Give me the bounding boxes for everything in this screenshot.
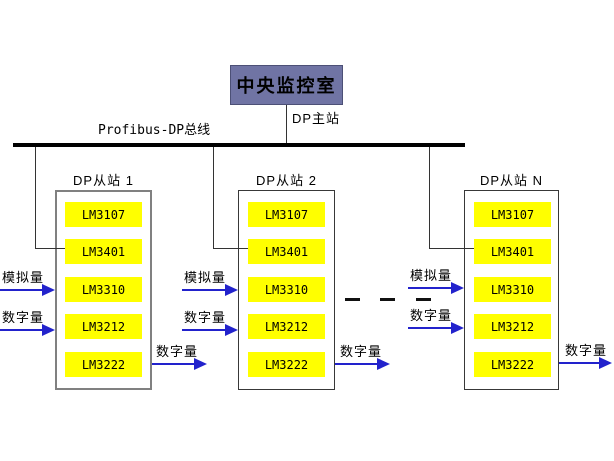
central-control-room-box: 中央监控室 [230, 65, 343, 105]
station2-module: LM3310 [248, 277, 325, 302]
continuation-dash [380, 298, 395, 301]
stationN-analog-input-arrowhead-icon [451, 282, 464, 294]
station2-bus-drop-elbow [213, 248, 248, 249]
stationN-bus-drop-elbow [429, 248, 474, 249]
stationN-digital-input-label: 数字量 [410, 308, 453, 323]
stationN-output-arrow-line [559, 362, 600, 364]
station1-label: DP从站 1 [73, 173, 134, 188]
station1-bus-drop-elbow [35, 248, 65, 249]
station2-digital-input-arrowhead-icon [225, 324, 238, 336]
station2-module: LM3401 [248, 239, 325, 264]
stationN-bus-drop-line [429, 147, 430, 249]
stationN-output-label: 数字量 [565, 343, 608, 358]
station1-digital-input-label: 数字量 [2, 310, 45, 325]
profibus-bus-label: Profibus-DP总线 [98, 123, 211, 138]
station2-analog-input-arrowhead-icon [225, 284, 238, 296]
stationN-module: LM3401 [474, 239, 551, 264]
station2-output-label: 数字量 [340, 344, 383, 359]
station1-digital-input-arrowhead-icon [42, 324, 55, 336]
station1-analog-input-arrow-line [0, 289, 43, 291]
station2-module: LM3107 [248, 202, 325, 227]
station1-module: LM3401 [65, 239, 142, 264]
stationN-analog-input-arrow-line [408, 287, 452, 289]
station1-module: LM3212 [65, 314, 142, 339]
station1-analog-input-arrowhead-icon [42, 284, 55, 296]
continuation-dash [345, 298, 360, 301]
stationN-module: LM3212 [474, 314, 551, 339]
station1-bus-drop-line [35, 147, 36, 249]
station2-bus-drop-line [213, 147, 214, 249]
station1-output-label: 数字量 [156, 344, 199, 359]
stationN-module: LM3310 [474, 277, 551, 302]
profibus-bus-line [13, 143, 465, 147]
station2-output-arrow-line [335, 363, 378, 365]
stationN-analog-input-label: 模拟量 [410, 268, 453, 283]
station2-module: LM3212 [248, 314, 325, 339]
continuation-dash [416, 298, 431, 301]
station1-module: LM3222 [65, 352, 142, 377]
station2-label: DP从站 2 [256, 173, 317, 188]
station1-module: LM3107 [65, 202, 142, 227]
station1-output-arrow-line [152, 363, 195, 365]
stationN-module: LM3222 [474, 352, 551, 377]
station1-digital-input-arrow-line [0, 329, 43, 331]
station2-analog-input-label: 模拟量 [184, 270, 227, 285]
station2-digital-input-arrow-line [182, 329, 226, 331]
station2-module: LM3222 [248, 352, 325, 377]
station1-output-arrowhead-icon [194, 358, 207, 370]
central-control-room-label: 中央监控室 [236, 76, 337, 96]
station1-analog-input-label: 模拟量 [2, 270, 45, 285]
stationN-digital-input-arrow-line [408, 327, 452, 329]
station2-digital-input-label: 数字量 [184, 310, 227, 325]
dp-master-label: DP主站 [292, 111, 341, 126]
station2-output-arrowhead-icon [377, 358, 390, 370]
station2-analog-input-arrow-line [182, 289, 226, 291]
stationN-label: DP从站 N [479, 173, 544, 188]
stationN-digital-input-arrowhead-icon [451, 322, 464, 334]
master-connector-line [286, 105, 287, 143]
stationN-output-arrowhead-icon [599, 357, 612, 369]
station1-module: LM3310 [65, 277, 142, 302]
stationN-module: LM3107 [474, 202, 551, 227]
